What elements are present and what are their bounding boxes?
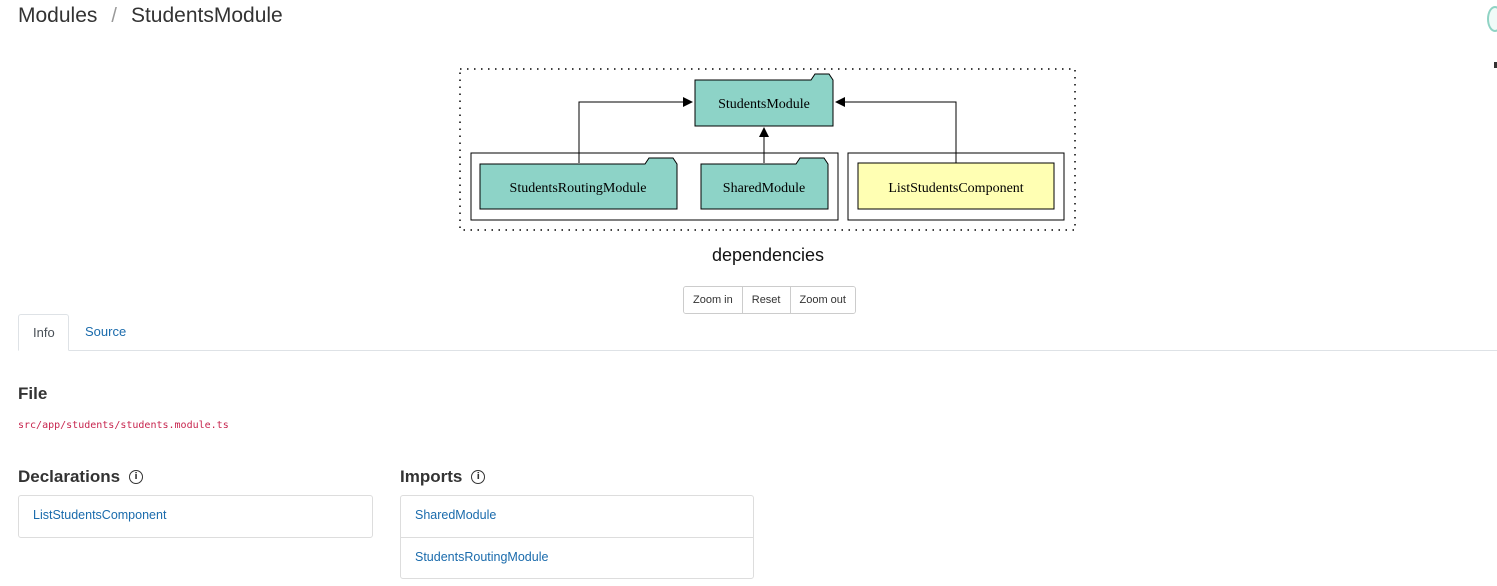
node-students-module[interactable]: StudentsModule — [694, 73, 834, 127]
graph-caption: dependencies — [711, 245, 825, 265]
folder-icon — [694, 73, 834, 127]
info-icon[interactable]: i — [471, 470, 486, 484]
node-label: SharedModule — [723, 181, 805, 196]
file-path: src/app/students/students.module.ts — [18, 420, 229, 431]
declarations-list: ListStudentsComponent — [18, 495, 373, 538]
declarations-section-title: Declarations i — [18, 467, 144, 487]
component-box — [857, 162, 1055, 210]
tab-info[interactable]: Info — [18, 314, 69, 351]
declarations-title: Declarations — [18, 467, 121, 486]
list-item[interactable]: ListStudentsComponent — [33, 508, 167, 522]
node-students-routing-module[interactable]: StudentsRoutingModule — [479, 157, 678, 210]
imports-cluster — [470, 152, 839, 221]
breadcrumb-parent[interactable]: Modules — [18, 4, 98, 27]
tab-source[interactable]: Source — [85, 324, 127, 339]
tab-bar: Info Source — [18, 314, 1497, 351]
breadcrumb-current: StudentsModule — [130, 4, 283, 27]
list-item[interactable]: StudentsRoutingModule — [401, 537, 753, 578]
node-label: StudentsModule — [718, 97, 810, 112]
breadcrumb-separator: / — [111, 4, 117, 27]
node-list-students-component[interactable]: ListStudentsComponent — [857, 162, 1055, 210]
folder-icon — [700, 157, 829, 210]
node-label: StudentsRoutingModule — [510, 181, 647, 196]
edge-routing-to-root — [578, 97, 693, 163]
file-title: File — [18, 384, 48, 403]
imports-list: SharedModule StudentsRoutingModule — [400, 495, 754, 579]
dependency-graph[interactable]: StudentsModule StudentsRoutingModule Sha… — [0, 0, 1497, 240]
imports-title: Imports — [400, 467, 463, 486]
imports-section-title: Imports i — [400, 467, 486, 487]
info-icon[interactable]: i — [129, 470, 144, 484]
reset-zoom-button[interactable]: Reset — [742, 287, 791, 313]
zoom-controls: Zoom in Reset Zoom out — [683, 286, 856, 314]
graph-outer-cluster — [459, 68, 1076, 231]
folder-icon — [479, 157, 678, 210]
node-label: ListStudentsComponent — [888, 181, 1023, 196]
zoom-in-button[interactable]: Zoom in — [684, 287, 743, 313]
edge-component-to-root — [835, 97, 957, 163]
file-section-title: File — [18, 384, 47, 404]
corner-mark — [1494, 62, 1497, 68]
breadcrumb: Modules / StudentsModule — [18, 4, 283, 28]
scroll-indicator-icon — [1487, 6, 1497, 32]
list-item[interactable]: SharedModule — [415, 508, 497, 522]
node-shared-module[interactable]: SharedModule — [700, 157, 829, 210]
zoom-out-button[interactable]: Zoom out — [790, 287, 855, 313]
